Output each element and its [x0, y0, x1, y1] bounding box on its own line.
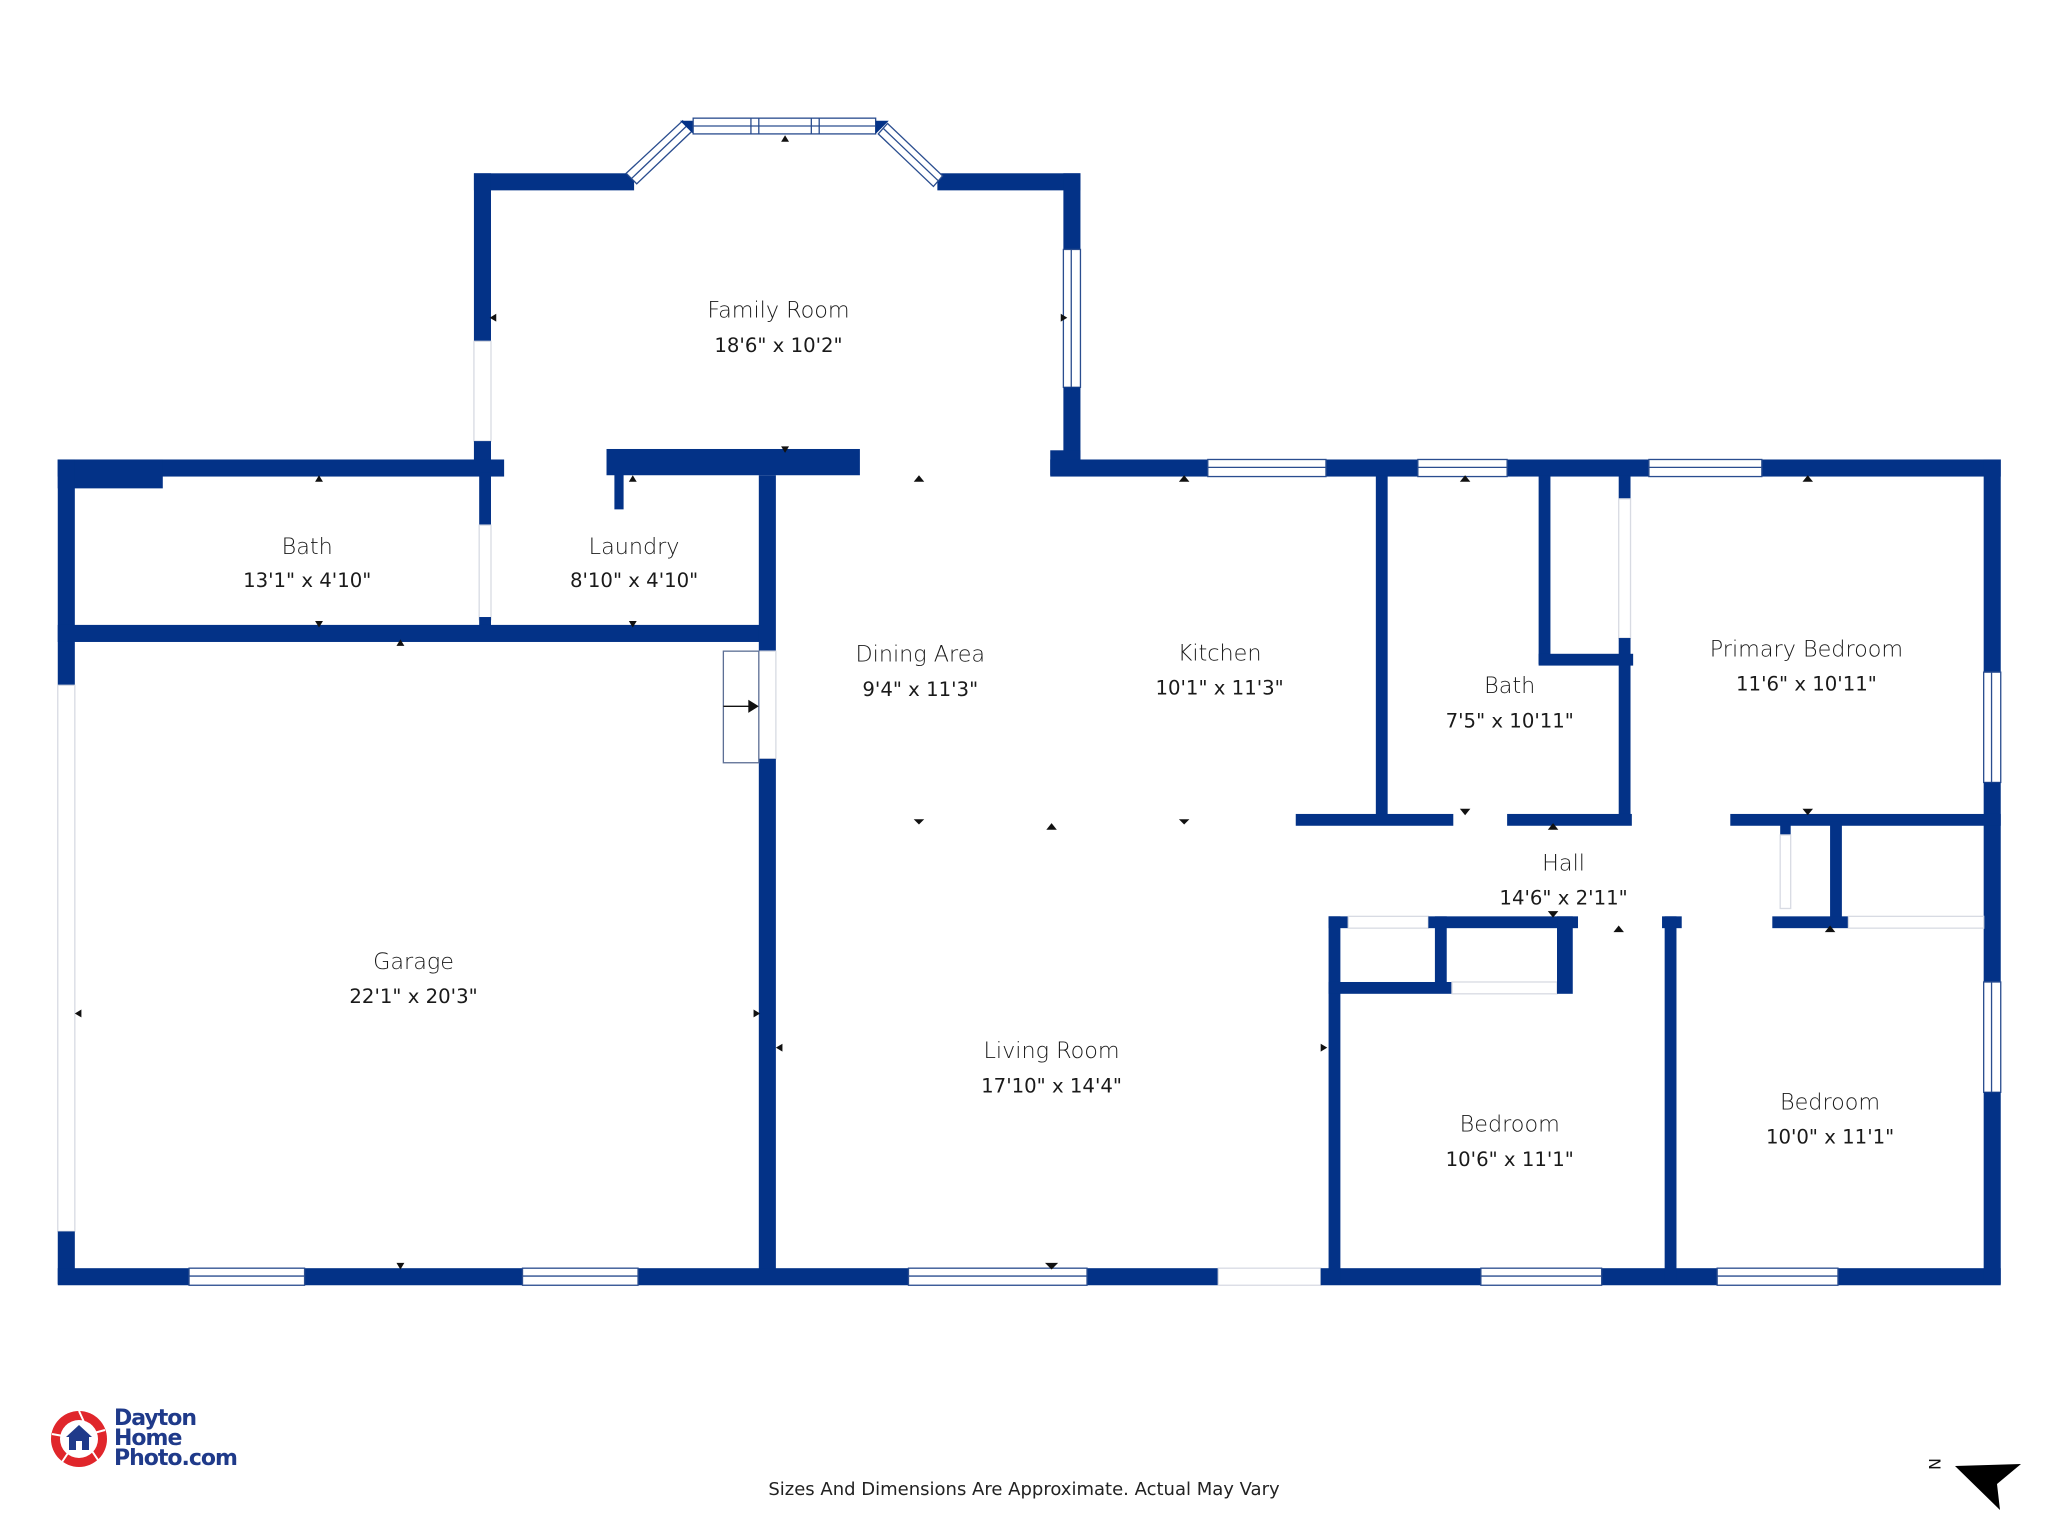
- room-dims-hall: 14'6" x 2'11": [1499, 887, 1627, 910]
- south-walls: [57, 1267, 2001, 1286]
- room-label-bedroom-2: Bedroom: [1780, 1089, 1880, 1115]
- disclaimer-text: Sizes And Dimensions Are Approximate. Ac…: [768, 1479, 1280, 1500]
- room-dims-living-room: 17'10" x 14'4": [981, 1074, 1122, 1097]
- room-dims-laundry: 8'10" x 4'10": [570, 569, 698, 592]
- room-label-garage: Garage: [373, 949, 454, 975]
- family-room-walls: [473, 117, 1082, 510]
- logo-text-line2: Home: [114, 1426, 182, 1451]
- room-label-bath-west: Bath: [282, 534, 333, 560]
- room-dims-bedroom-1: 10'6" x 11'1": [1446, 1148, 1574, 1171]
- room-dims-kitchen: 10'1" x 11'3": [1155, 676, 1283, 699]
- room-label-family-room: Family Room: [707, 298, 849, 324]
- east-wing-walls: [1050, 458, 2002, 1284]
- room-dims-bath-west: 13'1" x 4'10": [243, 569, 371, 592]
- room-dims-dining-area: 9'4" x 11'3": [862, 678, 978, 701]
- room-label-laundry: Laundry: [589, 534, 680, 560]
- room-dims-family-room: 18'6" x 10'2": [714, 334, 842, 357]
- logo-text-line1: Dayton: [114, 1406, 197, 1431]
- room-dims-bedroom-2: 10'0" x 11'1": [1766, 1125, 1894, 1148]
- room-label-kitchen: Kitchen: [1178, 640, 1262, 666]
- room-label-bedroom-1: Bedroom: [1460, 1112, 1560, 1138]
- north-arrow-icon: N: [1925, 1458, 2021, 1510]
- room-label-hall: Hall: [1542, 850, 1585, 876]
- company-logo: Dayton Home Photo.com: [48, 1404, 238, 1474]
- logo-text-line3: Photo.com: [114, 1446, 238, 1471]
- room-dims-bath-east: 7'5" x 10'11": [1446, 709, 1574, 732]
- room-dims-primary-bedroom: 11'6" x 10'11": [1736, 673, 1877, 696]
- west-wing-walls: [57, 459, 777, 1284]
- room-dims-garage: 22'1" x 20'3": [349, 985, 477, 1008]
- room-labels: Family Room 18'6" x 10'2" Bath 13'1" x 4…: [243, 298, 1903, 1171]
- room-label-living-room: Living Room: [984, 1038, 1120, 1064]
- dimension-markers: [74, 135, 1836, 1270]
- room-label-bath-east: Bath: [1484, 673, 1535, 699]
- room-label-dining-area: Dining Area: [855, 642, 985, 668]
- room-label-primary-bedroom: Primary Bedroom: [1710, 636, 1903, 662]
- camera-house-icon: [51, 1410, 107, 1467]
- compass-label: N: [1925, 1458, 1944, 1470]
